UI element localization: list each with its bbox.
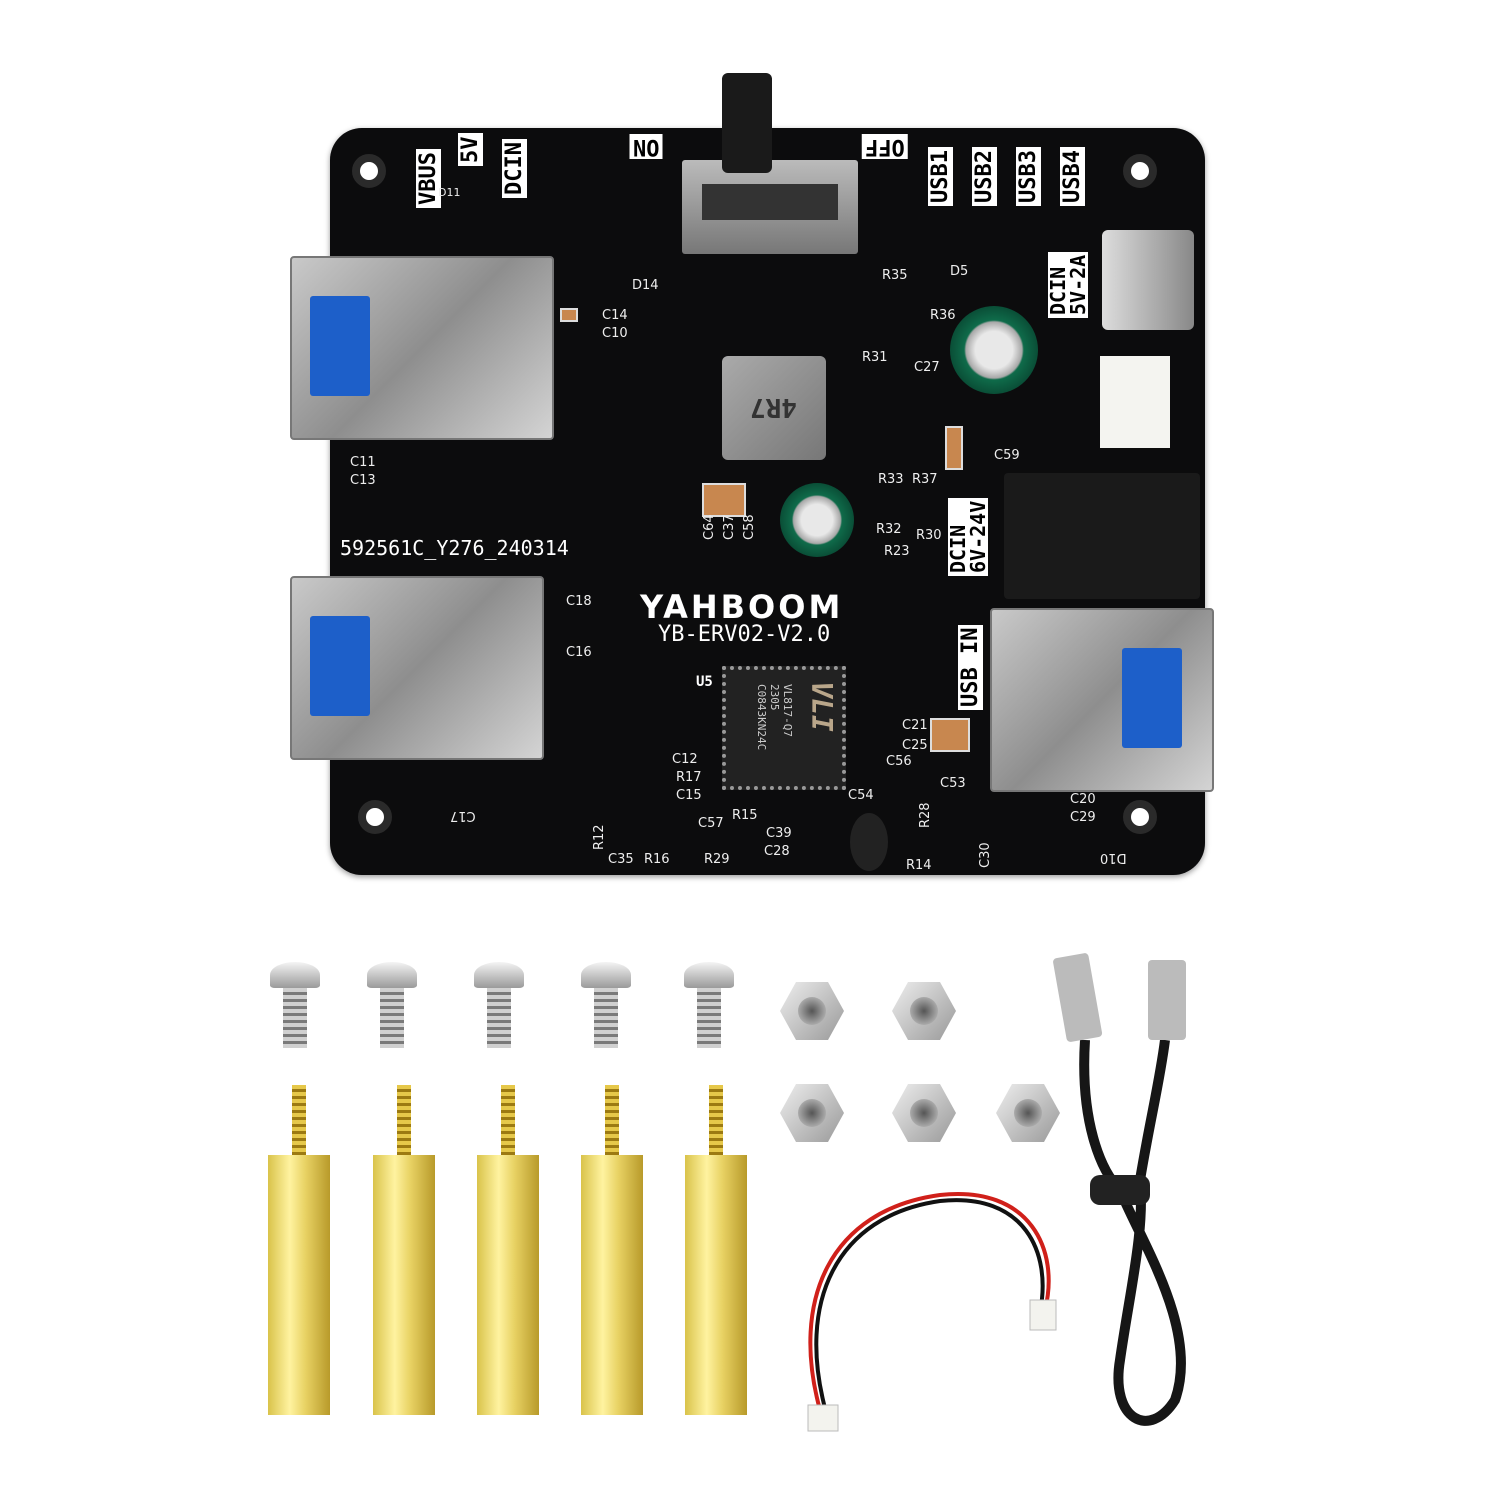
screw [474, 962, 524, 1048]
ref-label: C57 [698, 816, 724, 831]
ref-label: C18 [566, 594, 592, 609]
ref-label: C53 [940, 776, 966, 791]
ref-label: C16 [566, 645, 592, 660]
ref-label: R16 [644, 852, 670, 867]
micro-usb-port[interactable] [1102, 230, 1194, 330]
ref-label: D14 [632, 278, 659, 293]
screw [367, 962, 417, 1048]
usb-a-plug [1053, 953, 1103, 1042]
ref-label: R33 [878, 472, 904, 487]
mount-hole [352, 154, 386, 188]
mount-hole [358, 800, 392, 834]
ref-label: R15 [732, 808, 758, 823]
hub-controller-chip: VLI VL817-Q7 2305 C0843KN24C [722, 666, 846, 790]
jst-plug [807, 1404, 839, 1432]
jst-connector[interactable] [1100, 356, 1170, 448]
smd-component [945, 426, 963, 470]
ref-label: C12 [672, 752, 698, 767]
ref-label: R14 [906, 858, 932, 873]
ref-label: C39 [766, 826, 792, 841]
ref-label: C11 [350, 455, 376, 470]
brass-standoff [685, 1085, 747, 1415]
chip-ref: U5 [696, 674, 713, 690]
ref-label-d11: D11 [438, 186, 461, 199]
cable-tie [1090, 1175, 1150, 1205]
mount-hole [1123, 800, 1157, 834]
jst-plug [1029, 1299, 1057, 1331]
screw [581, 962, 631, 1048]
ref-label: C10 [602, 326, 628, 341]
inductor: 4R7 [722, 356, 826, 460]
ref-label: C14 [602, 308, 628, 323]
smd-component [702, 483, 746, 517]
switch-lever[interactable] [722, 73, 772, 173]
usb-port-2[interactable] [290, 576, 544, 760]
brass-standoff [477, 1085, 539, 1415]
usb-a-plug [1148, 960, 1186, 1040]
jst-power-wire [807, 1191, 1057, 1432]
ref-label: C54 [848, 788, 874, 803]
usb-in-port[interactable] [990, 608, 1214, 792]
ref-label: D5 [950, 264, 969, 279]
brass-standoff [268, 1085, 330, 1415]
brand-logo: YAHBOOM [640, 588, 844, 626]
buzzer [850, 813, 888, 871]
ref-label: C13 [350, 473, 376, 488]
ref-label: C56 [886, 754, 912, 769]
ref-label: C27 [914, 360, 940, 375]
ref-label: R31 [862, 350, 888, 365]
power-switch[interactable] [682, 160, 858, 254]
smd-component [560, 308, 578, 322]
capacitor [950, 306, 1038, 394]
brass-standoff [373, 1085, 435, 1415]
mount-hole [1123, 154, 1157, 188]
ref-label: R30 [916, 528, 942, 543]
serial-number: 592561C_Y276_240314 [340, 536, 569, 560]
ref-label: R17 [676, 770, 702, 785]
ref-label: C21 [902, 718, 928, 733]
ref-label: R29 [704, 852, 730, 867]
ref-label: C59 [994, 448, 1020, 463]
brass-standoff [581, 1085, 643, 1415]
ref-label: R23 [884, 544, 910, 559]
smd-component [930, 718, 970, 752]
usb-hub-board: VBUS 5V DCIN D11 ON OFF USB1 USB2 USB3 U… [290, 73, 1214, 875]
ref-label: R37 [912, 472, 938, 487]
screw [684, 962, 734, 1048]
model-number: YB-ERV02-V2.0 [658, 622, 831, 647]
ref-label: R32 [876, 522, 902, 537]
ref-label: C35 [608, 852, 634, 867]
capacitor [780, 483, 854, 557]
screw [270, 962, 320, 1048]
ref-label: C15 [676, 788, 702, 803]
usb-cable [1053, 953, 1186, 1426]
ref-label: R35 [882, 268, 908, 283]
ref-label: R36 [930, 308, 956, 323]
ref-label: C20 [1070, 792, 1096, 807]
usb-port-1[interactable] [290, 256, 554, 440]
ref-label: C25 [902, 738, 928, 753]
ref-label: C29 [1070, 810, 1096, 825]
ref-label: C28 [764, 844, 790, 859]
dc-barrel-jack[interactable] [1004, 473, 1200, 599]
